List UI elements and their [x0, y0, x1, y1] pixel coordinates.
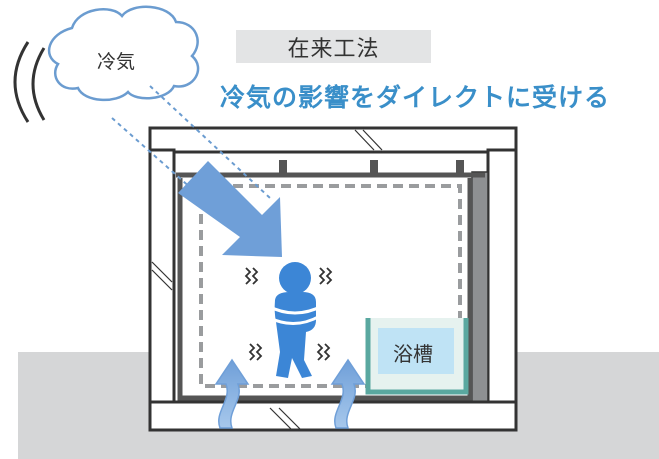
bathtub-label: 浴槽 — [393, 342, 433, 366]
bathtub-water — [378, 328, 454, 374]
cloud — [47, 5, 200, 102]
room-frame — [177, 178, 473, 401]
cold-air-path — [149, 85, 271, 199]
cold-boundary-dashed — [199, 184, 462, 388]
left-wall — [148, 148, 176, 407]
cold-air-arrow — [178, 161, 282, 257]
right-wall-inner — [471, 171, 489, 403]
wind-icon — [13, 41, 30, 123]
roof-slab — [148, 126, 518, 154]
page-title: 在来工法 — [287, 36, 380, 62]
cold-air-label: 冷気 — [97, 51, 136, 73]
title-box: 在来工法 — [236, 30, 431, 63]
shiver-icon — [244, 267, 333, 361]
subtitle: 冷気の影響をダイレクトに受ける — [219, 83, 610, 112]
floor-slab — [148, 400, 518, 432]
rising-cold-arrow-left — [214, 358, 250, 429]
rising-cold-arrow-right — [330, 358, 366, 429]
right-wall-outer — [486, 148, 518, 407]
